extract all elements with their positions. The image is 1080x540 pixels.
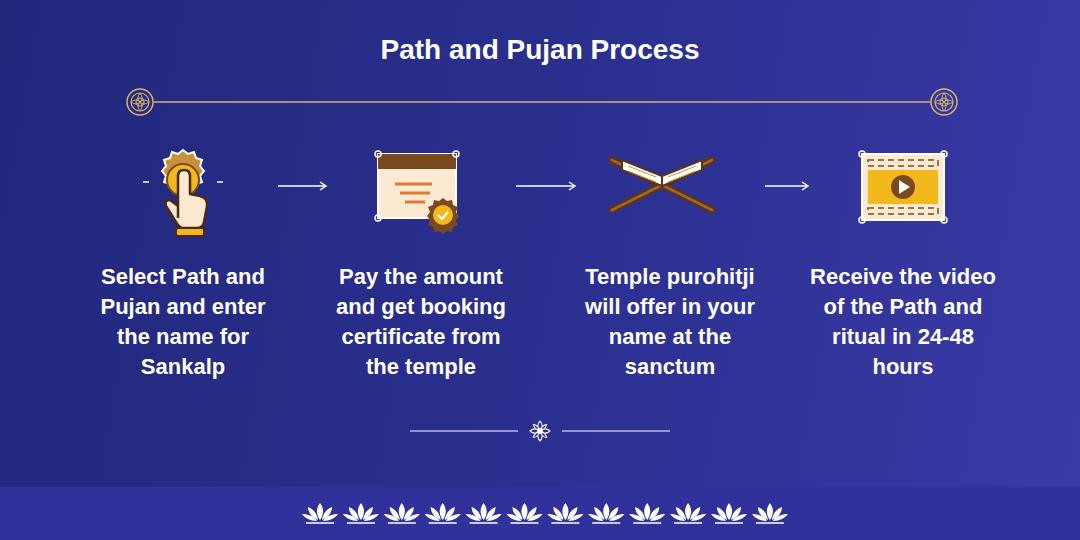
flow-arrow bbox=[278, 185, 326, 187]
diagram-title: Path and Pujan Process bbox=[0, 34, 1080, 66]
flow-arrow bbox=[516, 185, 575, 187]
step-label: Receive the video of the Path and ritual… bbox=[808, 262, 998, 382]
process-step: Pay the amount and get booking certifica… bbox=[326, 145, 516, 382]
step-label: Temple purohitji will offer in your name… bbox=[575, 262, 765, 382]
process-step: Select Path and Pujan and enter the name… bbox=[88, 145, 278, 382]
step-label: Pay the amount and get booking certifica… bbox=[326, 262, 516, 382]
process-step: Temple purohitji will offer in your name… bbox=[575, 145, 765, 382]
flow-arrow bbox=[765, 185, 808, 187]
process-step: Receive the video of the Path and ritual… bbox=[808, 145, 998, 382]
step-label: Select Path and Pujan and enter the name… bbox=[88, 262, 278, 382]
